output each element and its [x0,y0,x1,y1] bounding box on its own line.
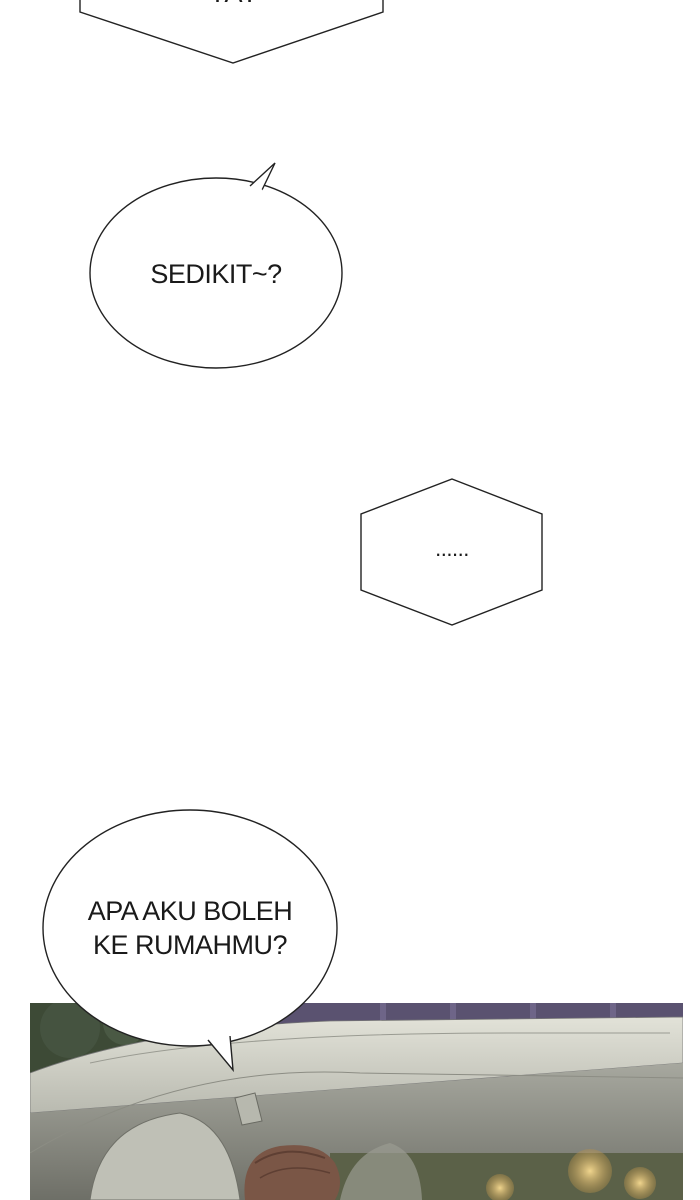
hexagon-bubble-ellipsis [360,478,543,626]
speech-bubble-sedikit [89,162,343,369]
top-bubble-text: YA? [208,0,257,8]
ellipsis-text: ...... [435,536,469,561]
question-text: APA AKU BOLEH KE RUMAHMU? [87,896,293,960]
top-hexagon-bubble: YA? [79,0,384,64]
sedikit-text: SEDIKIT~? [150,259,282,289]
